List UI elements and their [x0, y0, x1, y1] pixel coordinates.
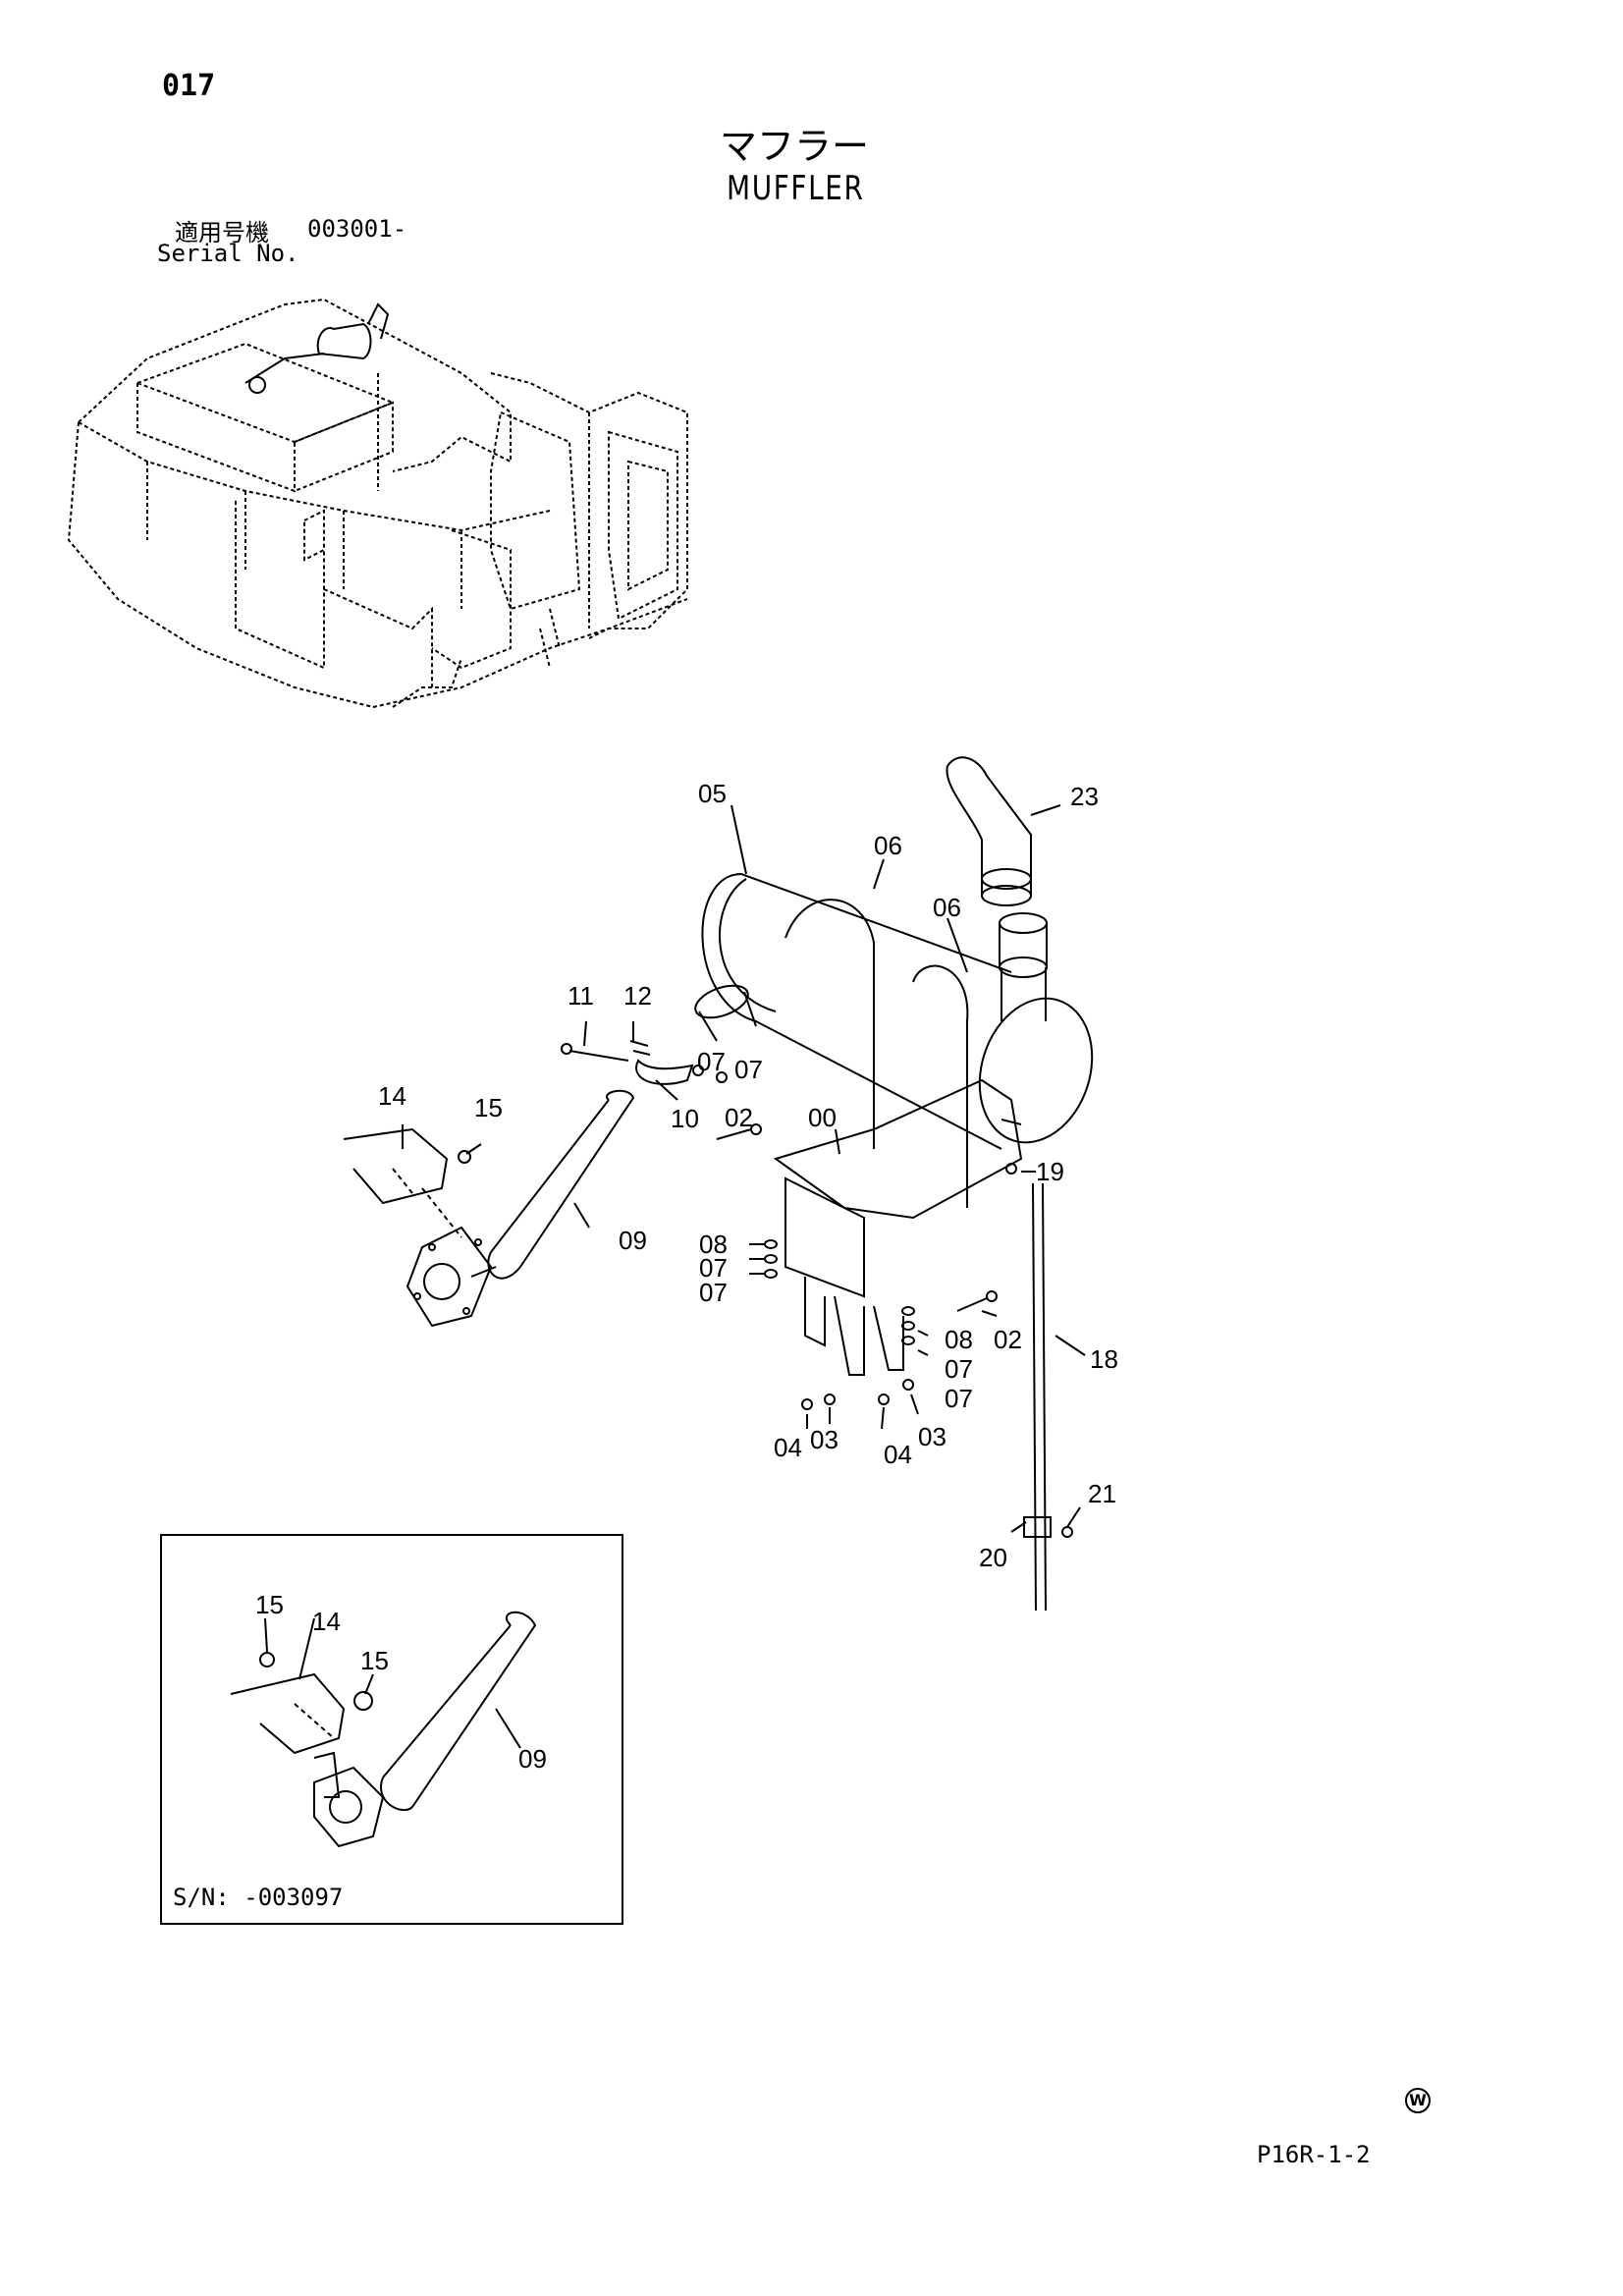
- serial-label: Serial No.: [157, 240, 299, 267]
- inset-callout-09: 09: [518, 1744, 547, 1774]
- callout-06-clamp: 06: [933, 893, 961, 922]
- callout-07-f: 07: [945, 1384, 973, 1413]
- callout-19: 19: [1036, 1157, 1064, 1186]
- callout-09: 09: [619, 1226, 647, 1255]
- inset-callout-15-b: 15: [360, 1646, 389, 1675]
- callout-00: 00: [808, 1103, 837, 1132]
- callout-14: 14: [378, 1081, 406, 1111]
- callout-15: 15: [474, 1093, 503, 1122]
- callout-05: 05: [698, 779, 727, 808]
- callout-03-a: 03: [810, 1425, 839, 1454]
- callout-12: 12: [623, 981, 652, 1011]
- w-circle-mark: W: [1405, 2088, 1431, 2113]
- callout-02-a: 02: [725, 1103, 753, 1132]
- machine-overview-illustration: [67, 298, 688, 709]
- inset-serial-note: S/N: -003097: [173, 1884, 344, 1911]
- inset-callout-14: 14: [312, 1607, 341, 1636]
- callout-04-b: 04: [884, 1440, 912, 1469]
- callout-07-c: 07: [699, 1253, 728, 1283]
- muffler-assembly: [343, 756, 1094, 1612]
- callout-07-a: 07: [697, 1047, 726, 1076]
- callout-07-b: 07: [734, 1055, 763, 1084]
- callout-08-a: 08: [699, 1230, 728, 1259]
- serial-label-japanese: 適用号機: [175, 219, 269, 246]
- inset-drawing: [230, 1611, 537, 1848]
- inset-callout-labels: 15 14 15 09: [255, 1590, 547, 1774]
- page-title-japanese: マフラー: [720, 125, 870, 168]
- page-number: 017: [162, 69, 216, 103]
- callout-08-b: 08: [945, 1325, 973, 1354]
- callout-06-strap: 06: [874, 831, 902, 860]
- callout-02-b: 02: [994, 1325, 1022, 1354]
- callout-07-e: 07: [945, 1354, 973, 1384]
- inset-callout-15-a: 15: [255, 1590, 284, 1619]
- callout-18: 18: [1090, 1344, 1118, 1374]
- callout-labels: 05 06 06 23 11 12 07 07 02 00 14 15 10 0…: [378, 779, 1118, 1572]
- callout-23: 23: [1070, 782, 1099, 811]
- page-code: P16R-1-2: [1257, 2141, 1371, 2168]
- callout-04-a: 04: [774, 1433, 802, 1462]
- callout-21: 21: [1088, 1479, 1116, 1508]
- callout-07-d: 07: [699, 1278, 728, 1307]
- serial-number-range: 003001-: [307, 215, 407, 243]
- page-title: MUFFLER: [727, 169, 865, 208]
- inset-frame: [160, 1534, 623, 1925]
- callout-10: 10: [671, 1104, 699, 1133]
- callout-11: 11: [568, 981, 594, 1011]
- callout-20: 20: [979, 1543, 1007, 1572]
- callout-03-b: 03: [918, 1422, 947, 1451]
